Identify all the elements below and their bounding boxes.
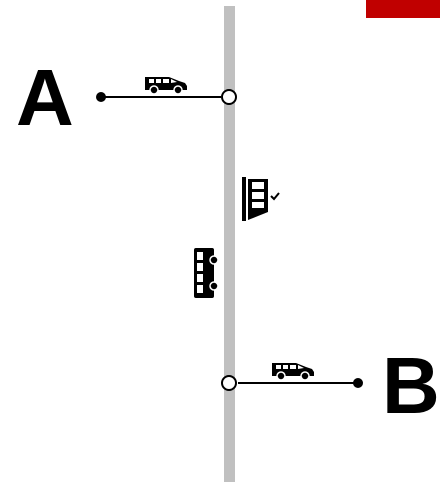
origin-dot <box>96 92 106 102</box>
endpoint-label-a: A <box>16 53 74 142</box>
bus-icon <box>192 246 220 300</box>
destination-dot <box>353 378 363 388</box>
train-icon <box>241 176 283 222</box>
endpoint-label-b: B <box>382 341 440 430</box>
car-icon <box>143 73 189 95</box>
corner-accent-badge <box>366 0 440 18</box>
transfer-node-bottom <box>221 375 237 391</box>
car-icon <box>270 359 316 381</box>
main-route-line <box>224 6 235 482</box>
transfer-node-top <box>221 89 237 105</box>
connector-line-a <box>101 96 221 98</box>
connector-line-b <box>238 382 358 384</box>
